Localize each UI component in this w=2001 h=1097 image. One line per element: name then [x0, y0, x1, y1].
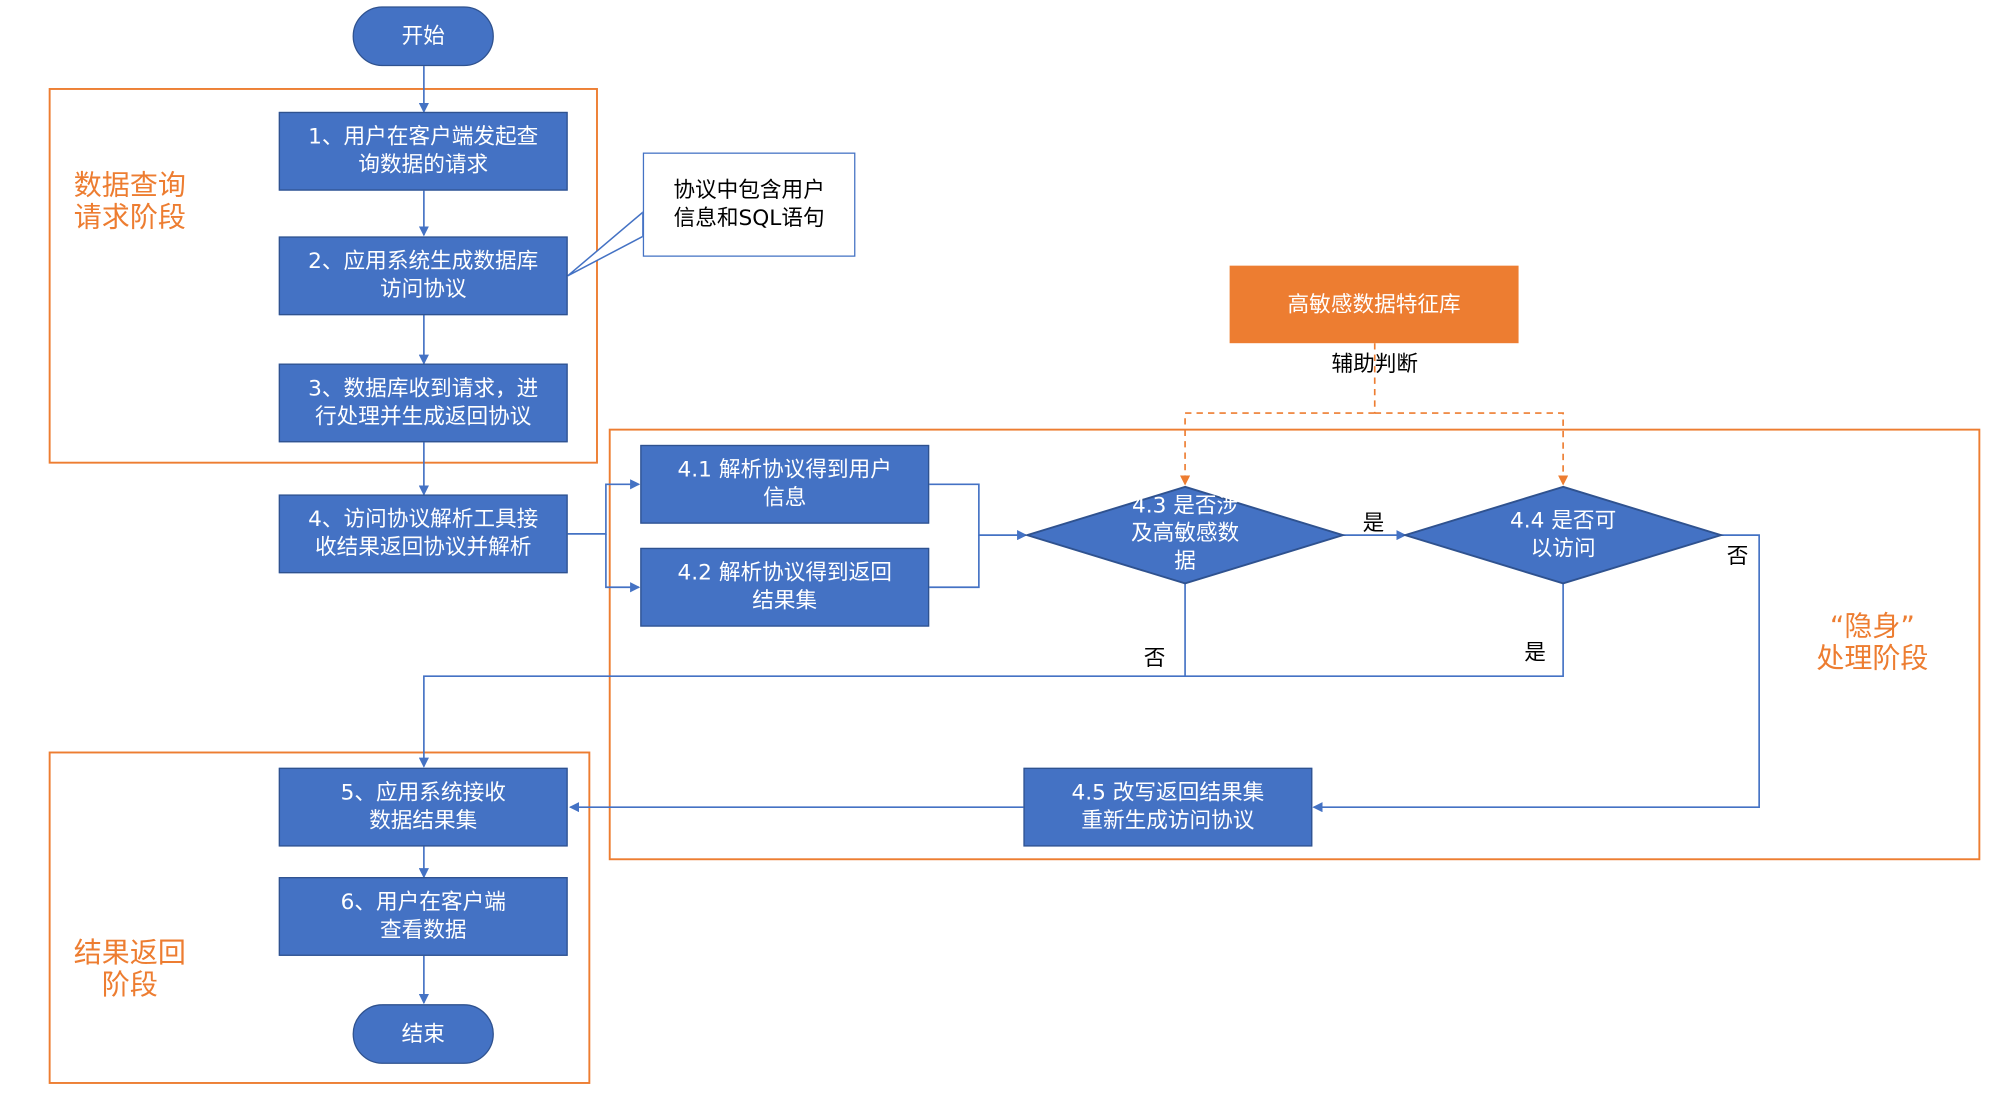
edge-step41-to-decision43	[929, 483, 1028, 541]
edge-feature-db-to-decision43	[1179, 412, 1375, 486]
step-5-box: 5、应用系统接收 数据结果集	[278, 767, 568, 847]
step-4-box: 4、访问协议解析工具接 收结果返回协议并解析	[278, 494, 568, 574]
decision-4-4-label: 4.4 是否可 以访问	[1509, 508, 1617, 562]
edge-step4-to-step42	[605, 533, 641, 593]
decision-4-3-label: 4.3 是否涉 及高敏感数 据	[1130, 493, 1240, 575]
step-1-box: 1、用户在客户端发起查 询数据的请求	[278, 111, 568, 191]
protocol-note: 协议中包含用户 信息和SQL语句	[642, 152, 856, 257]
decision-4-3-shape	[1023, 485, 1347, 585]
edge-label-assist: 辅助判断	[1331, 352, 1419, 378]
feature-db-box: 高敏感数据特征库	[1229, 265, 1519, 344]
edge-label-yes-44: 是	[1524, 640, 1546, 667]
edge-step42-to-merge	[929, 535, 980, 589]
edge-decision44-no	[1312, 534, 1760, 813]
start-node: 开始	[352, 6, 494, 67]
stage-frame-return	[48, 751, 591, 1084]
edge-step4-to-step41	[567, 479, 641, 535]
step-4-1-box: 4.1 解析协议得到用户 信息	[640, 444, 930, 524]
edge-decision44-yes	[1185, 583, 1564, 678]
edge-decision43-no	[418, 583, 1186, 768]
stage-frame-request	[48, 88, 598, 464]
stage-label-stealth: “隐身” 处理阶段	[1816, 611, 1929, 675]
edge-label-no-43: 否	[1143, 645, 1166, 672]
step-4-2-box: 4.2 解析协议得到返回 结果集	[640, 547, 930, 627]
decision-4-4-shape	[1402, 485, 1725, 585]
note-callout-pointer	[567, 210, 644, 277]
step-2-box: 2、应用系统生成数据库 访问协议	[278, 236, 568, 316]
stage-label-return: 结果返回 阶段	[73, 938, 186, 1002]
step-4-5-box: 4.5 改写返回结果集 重新生成访问协议	[1023, 767, 1313, 847]
stage-frame-stealth	[608, 428, 1981, 861]
edge-label-no-44: 否	[1726, 544, 1749, 570]
edge-label-yes-43: 是	[1362, 510, 1385, 537]
end-node: 结束	[352, 1004, 494, 1064]
step-6-box: 6、用户在客户端 查看数据	[278, 877, 568, 956]
stage-label-request: 数据查询 请求阶段	[73, 170, 186, 234]
edge-feature-db-to-decision44	[1374, 412, 1569, 486]
step-3-box: 3、数据库收到请求，进 行处理并生成返回协议	[278, 363, 568, 443]
